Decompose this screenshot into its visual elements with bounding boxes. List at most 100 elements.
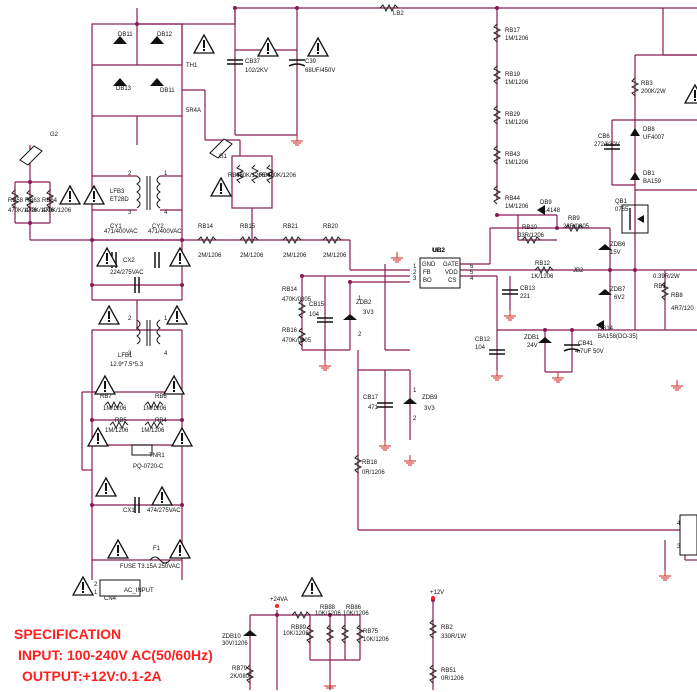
lfb1-pin-3: 3 bbox=[128, 351, 132, 357]
component-label-126: 0R/1206 bbox=[441, 676, 464, 682]
component-label-52: 2M/1206 bbox=[283, 253, 307, 259]
component-label-87: RB7 bbox=[100, 394, 112, 400]
component-label-48: 2M/1206 bbox=[198, 253, 222, 259]
lfb3-pin-2: 2 bbox=[128, 171, 132, 177]
component-label-47: RB14 bbox=[198, 224, 214, 230]
component-label-118: 10K/1206 bbox=[363, 637, 389, 643]
component-label-79: CB12 bbox=[475, 337, 491, 343]
lfb1-pin-1: 1 bbox=[164, 316, 168, 322]
component-label-28: UF4007 bbox=[643, 135, 665, 141]
component-label-122: 2K/0805 bbox=[230, 674, 253, 680]
cn4-pin-1: 1 bbox=[94, 590, 98, 596]
component-label-105: F1 bbox=[153, 546, 161, 552]
component-label-5: TH1 bbox=[186, 63, 198, 69]
tnr-fuse bbox=[99, 444, 697, 597]
component-label-109: +24VA bbox=[270, 597, 288, 603]
component-label-131: RB64 bbox=[42, 198, 58, 204]
component-label-13: LFB3 bbox=[110, 189, 125, 195]
component-label-136: 470K/1206 bbox=[267, 173, 297, 179]
component-label-75: RB16 bbox=[282, 328, 298, 334]
connector-pin-4: 4 bbox=[677, 521, 681, 527]
component-label-60: 221 bbox=[520, 294, 531, 300]
component-label-4: DB11 bbox=[160, 88, 175, 94]
lfb3-pin-4: 4 bbox=[164, 210, 168, 216]
component-label-120: 30V/1206 bbox=[222, 641, 248, 647]
component-label-6: 5R4A bbox=[186, 108, 201, 114]
zdb9-pin-2: 2 bbox=[413, 416, 417, 422]
component-label-46: 471/400VAC bbox=[148, 229, 182, 235]
component-label-121: RB79 bbox=[232, 666, 248, 672]
connector-pin-3: 3 bbox=[677, 544, 681, 550]
component-label-72: 104 bbox=[309, 312, 320, 318]
component-label-36: LL4148 bbox=[540, 208, 561, 214]
component-label-34: 0765 bbox=[615, 207, 629, 213]
component-label-77: LFB1 bbox=[118, 353, 133, 359]
transformers bbox=[136, 175, 161, 346]
component-label-62: 6V2 bbox=[614, 295, 625, 301]
component-label-65: RB8 bbox=[671, 293, 683, 299]
component-label-111: RB88 bbox=[320, 605, 336, 611]
component-label-78: 12.9*7.5*5.3 bbox=[110, 362, 144, 368]
resistors bbox=[10, 3, 670, 684]
component-label-21: RB43 bbox=[505, 152, 521, 158]
component-label-45: CY2 bbox=[152, 224, 164, 230]
component-label-85: DB14 bbox=[598, 326, 614, 332]
ic-pin-fb: FB bbox=[423, 270, 431, 276]
component-label-49: RB15 bbox=[240, 224, 256, 230]
component-label-84: 4.7UF 50V bbox=[575, 349, 604, 355]
component-label-107: CN4 bbox=[104, 596, 117, 602]
ic-pin-gate: GATE bbox=[443, 262, 459, 268]
component-label-33: QB1 bbox=[615, 199, 628, 205]
ic-pin-num-3: 3 bbox=[413, 276, 417, 282]
component-label-103: CX1 bbox=[123, 508, 135, 514]
component-label-83: CB41 bbox=[578, 341, 594, 347]
component-label-16: 1M/1206 bbox=[505, 36, 529, 42]
ic-pin-num-2: 2 bbox=[413, 270, 417, 276]
component-label-82: 24V bbox=[527, 343, 538, 349]
component-label-30: 272/630V bbox=[594, 142, 620, 148]
component-label-112: 10K/1206 bbox=[315, 611, 341, 617]
component-label-115: RB89 bbox=[291, 625, 307, 631]
zdb2-pin-1: 1 bbox=[358, 296, 362, 302]
ic-pin-num-4: 4 bbox=[470, 276, 474, 282]
capacitors bbox=[111, 59, 620, 513]
component-label-37: RB10 bbox=[522, 225, 538, 231]
component-label-61: ZDB7 bbox=[610, 287, 626, 293]
component-label-76: 470K/0805 bbox=[282, 338, 312, 344]
component-label-91: RB5 bbox=[115, 418, 127, 424]
ic-pin-gnd: GND bbox=[422, 262, 436, 268]
component-label-98: 3V3 bbox=[424, 406, 435, 412]
component-label-88: 1M/1206 bbox=[103, 406, 127, 412]
component-label-69: RB14 bbox=[282, 287, 298, 293]
component-label-64: 0.39R/2W bbox=[653, 274, 680, 280]
component-label-3: DB13 bbox=[116, 86, 132, 92]
ic-ub2 bbox=[419, 257, 461, 289]
zdb9-pin-1: 1 bbox=[413, 388, 417, 394]
component-label-38: 33R/1206 bbox=[518, 233, 545, 239]
ic-pin-num-1: 1 bbox=[413, 264, 417, 270]
component-label-42: 15V bbox=[610, 250, 621, 256]
component-label-22: 1M/1206 bbox=[505, 160, 529, 166]
component-label-68: 224/275VAC bbox=[110, 270, 144, 276]
junction-dots bbox=[28, 6, 637, 617]
ic-pin-bo: BO bbox=[423, 278, 432, 284]
component-label-95: CB17 bbox=[363, 395, 379, 401]
component-label-73: ZDB2 bbox=[356, 300, 372, 306]
component-label-63: RB1 bbox=[654, 284, 666, 290]
component-label-70: 470K/0805 bbox=[282, 297, 312, 303]
ground-symbols bbox=[291, 135, 683, 689]
component-label-44: 471/400VAC bbox=[104, 229, 138, 235]
component-label-133: RB65 bbox=[228, 173, 244, 179]
component-label-132: 470K/1206 bbox=[42, 208, 72, 214]
component-label-59: CB13 bbox=[520, 286, 536, 292]
component-label-50: 2M/1206 bbox=[240, 253, 264, 259]
component-label-92: 1M/1206 bbox=[105, 428, 129, 434]
component-label-54: 2M/1206 bbox=[323, 253, 347, 259]
spec-output: OUTPUT:+12V:0.1-2A bbox=[22, 668, 162, 684]
component-label-110: +12V bbox=[430, 590, 444, 596]
component-label-15: RB17 bbox=[505, 28, 521, 34]
component-label-114: 10K/1206 bbox=[343, 611, 369, 617]
lfb1-pin-2: 2 bbox=[128, 316, 132, 322]
spec-input: INPUT: 100-240V AC(50/60Hz) bbox=[18, 647, 213, 663]
